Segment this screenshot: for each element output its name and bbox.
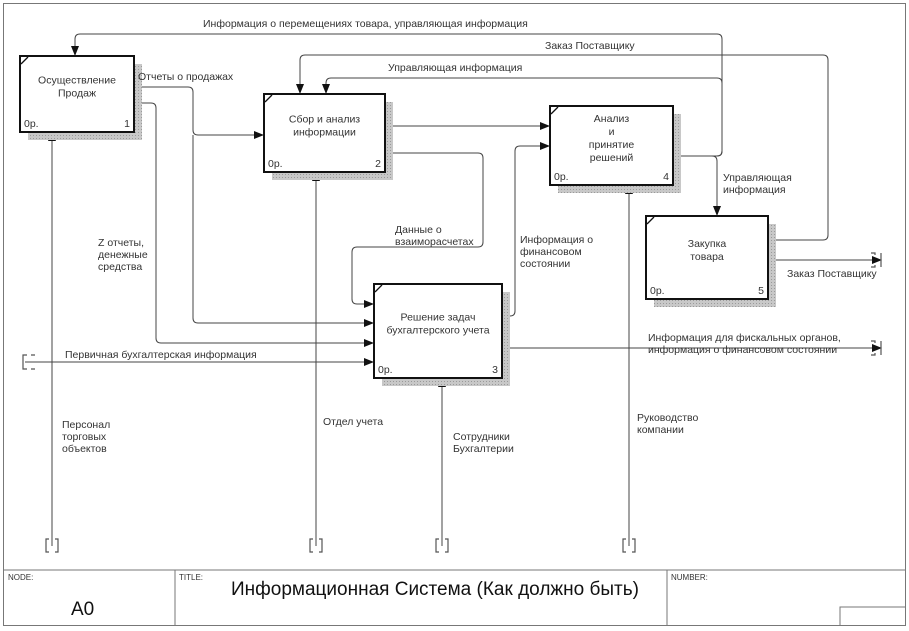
box-title-line: Сбор и анализ xyxy=(289,114,360,126)
box-cost: 0р. xyxy=(650,285,665,297)
title-block: NODE: A0 TITLE: Информационная Система (… xyxy=(3,569,906,626)
arrow-label-control-info-top: Управляющая информация xyxy=(388,62,522,74)
arrow-financial-state[interactable] xyxy=(502,142,550,317)
arrow-label-movement-info: Информация о перемещениях товара, управл… xyxy=(203,18,528,30)
box-title-line: и xyxy=(609,126,615,138)
box-corner-mark xyxy=(646,216,655,225)
box-title-line: принятие xyxy=(589,139,635,151)
box-cost: 0р. xyxy=(268,158,283,170)
tunnel-bracket-icon xyxy=(871,252,882,268)
box-title-line: товара xyxy=(690,251,724,263)
title-caption: TITLE: xyxy=(179,573,203,582)
box-title-line: Решение задач xyxy=(401,312,476,324)
box-border xyxy=(549,105,674,186)
box-title-line: Анализ xyxy=(594,113,630,125)
arrow-supplier-order-top[interactable] xyxy=(296,54,829,241)
arrow-label-supplier-order-out: Заказ Поставщику xyxy=(787,268,877,280)
box-title-line: Осуществление xyxy=(38,75,116,87)
box-number: 2 xyxy=(375,158,381,170)
box-border xyxy=(373,283,503,379)
node-caption: NODE: xyxy=(8,573,33,582)
tunnel-bracket-icon xyxy=(45,538,59,553)
box-number: 5 xyxy=(758,285,764,297)
box-corner-mark xyxy=(264,94,273,103)
arrow-label-fiscal-info: Информация для фискальных органов,информ… xyxy=(648,332,841,356)
arrow-label-accounting-dept: Отдел учета xyxy=(323,416,383,428)
tunnel-bracket-icon xyxy=(435,538,449,553)
arrow-sales-to-box3[interactable] xyxy=(192,135,374,327)
box-cost: 0р. xyxy=(378,364,393,376)
arrow-label-supplier-order-top: Заказ Поставщику xyxy=(545,40,635,52)
arrow-label-primary-accounting: Первичная бухгалтерская информация xyxy=(65,349,257,361)
arrow-label-sales-reports: Отчеты о продажах xyxy=(138,71,234,83)
arrow-control-info-top[interactable] xyxy=(322,77,723,157)
box-border xyxy=(263,93,386,173)
box-border xyxy=(19,55,135,133)
number-caption: NUMBER: xyxy=(671,573,708,582)
box-title-line: решений xyxy=(590,152,634,164)
tunnel-bracket-icon xyxy=(622,538,636,553)
diagram-border xyxy=(3,3,906,626)
diagram-title: Информационная Система (Как должно быть) xyxy=(231,579,639,600)
tunnel-bracket-icon xyxy=(871,340,882,356)
tunnel-bracket-icon xyxy=(309,538,323,553)
box-number: 3 xyxy=(492,364,498,376)
tunnel-bracket-icon xyxy=(22,354,35,370)
box-title-line: Продаж xyxy=(58,88,96,100)
box-number: 4 xyxy=(663,171,669,183)
box-corner-mark xyxy=(374,284,383,293)
box-title-line: бухгалтерского учета xyxy=(386,325,489,337)
arrow-settlements[interactable] xyxy=(351,152,484,308)
arrow-labels: Информация о перемещениях товара, управл… xyxy=(62,18,877,455)
node-value: A0 xyxy=(71,599,94,620)
box-cost: 0р. xyxy=(554,171,569,183)
box-cost: 0р. xyxy=(24,118,39,130)
box-title-line: Закупка xyxy=(688,238,727,250)
box-corner-mark xyxy=(550,106,559,115)
box-number: 1 xyxy=(124,118,130,130)
box-title-line: информации xyxy=(293,127,356,139)
arrow-z-reports[interactable] xyxy=(134,102,374,347)
arrow-control-info-down[interactable] xyxy=(553,155,721,216)
arrows xyxy=(25,33,882,546)
tunnel-brackets xyxy=(22,252,882,553)
arrow-sales-reports[interactable] xyxy=(134,86,264,139)
box-border xyxy=(645,215,769,300)
box-corner-mark xyxy=(20,56,29,65)
